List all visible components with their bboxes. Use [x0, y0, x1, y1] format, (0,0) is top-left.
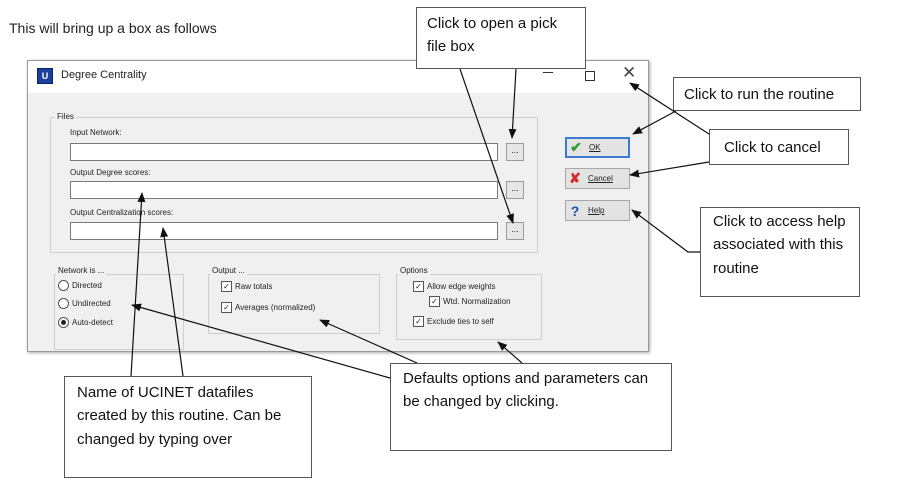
output-centralization-label: Output Centralization scores: [70, 208, 174, 217]
output-group [208, 274, 380, 334]
title-bar: U Degree Centrality ✕ [28, 61, 648, 93]
x-icon: ✘ [569, 170, 581, 186]
callout-datafiles: Name of UCINET datafiles created by this… [64, 376, 312, 478]
input-network-browse-button[interactable]: ... [506, 143, 524, 161]
callout-defaults: Defaults options and parameters can be c… [390, 363, 672, 451]
degree-centrality-dialog: U Degree Centrality ✕ Files Input Networ… [27, 60, 649, 352]
network-group-label: Network is ... [56, 266, 107, 275]
output-centralization-browse-button[interactable]: ... [506, 222, 524, 240]
arrow-datafiles-1 [130, 192, 146, 377]
checkbox-raw-totals[interactable]: ✓Raw totals [221, 281, 272, 292]
radio-auto-detect[interactable]: Auto-detect [58, 317, 113, 328]
radio-directed[interactable]: Directed [58, 280, 102, 291]
callout-run: Click to run the routine [673, 77, 861, 111]
checkbox-exclude-ties[interactable]: ✓Exclude ties to self [413, 316, 494, 327]
cancel-button[interactable]: ✘ Cancel [565, 168, 630, 189]
arrow-defaults-output [319, 319, 418, 364]
maximize-icon[interactable] [585, 71, 595, 81]
arrow-defaults-options [497, 341, 523, 364]
radio-undirected[interactable]: Undirected [58, 298, 111, 309]
arrow-cancel-button [629, 161, 710, 178]
output-group-label: Output ... [210, 266, 247, 275]
options-group-label: Options [398, 266, 430, 275]
dialog-title: Degree Centrality [61, 69, 147, 81]
callout-cancel: Click to cancel [709, 129, 849, 165]
output-degree-browse-button[interactable]: ... [506, 181, 524, 199]
callout-pick-file: Click to open a pick file box [416, 7, 586, 69]
ok-button[interactable]: ✔ OK [565, 137, 630, 158]
output-degree-field[interactable] [70, 181, 498, 199]
arrow-datafiles-2 [160, 227, 184, 377]
arrow-pick-file-1 [508, 68, 517, 139]
close-icon[interactable]: ✕ [622, 63, 637, 82]
arrow-cancel-window [629, 82, 710, 135]
check-icon: ✔ [570, 139, 582, 155]
question-icon: ? [570, 202, 580, 219]
app-icon: U [37, 68, 53, 84]
checkbox-averages[interactable]: ✓Averages (normalized) [221, 302, 315, 313]
arrow-help [631, 209, 700, 253]
files-group [50, 117, 538, 253]
intro-text: This will bring up a box as follows [9, 20, 217, 36]
callout-help: Click to access help associated with thi… [700, 207, 860, 297]
checkbox-allow-edge-weights[interactable]: ✓Allow edge weights [413, 281, 495, 292]
options-group [396, 274, 542, 340]
input-network-field[interactable] [70, 143, 498, 161]
help-button[interactable]: ? Help [565, 200, 630, 221]
output-centralization-field[interactable] [70, 222, 498, 240]
arrow-pick-file-2 [459, 68, 514, 224]
files-group-label: Files [55, 112, 76, 121]
arrow-defaults-network [131, 303, 391, 379]
checkbox-wtd-normalization[interactable]: ✓Wtd. Normalization [429, 296, 511, 307]
network-group [54, 274, 184, 350]
output-degree-label: Output Degree scores: [70, 168, 151, 177]
input-network-label: Input Network: [70, 128, 122, 137]
minimize-icon[interactable] [540, 63, 556, 79]
arrow-run [632, 110, 677, 135]
